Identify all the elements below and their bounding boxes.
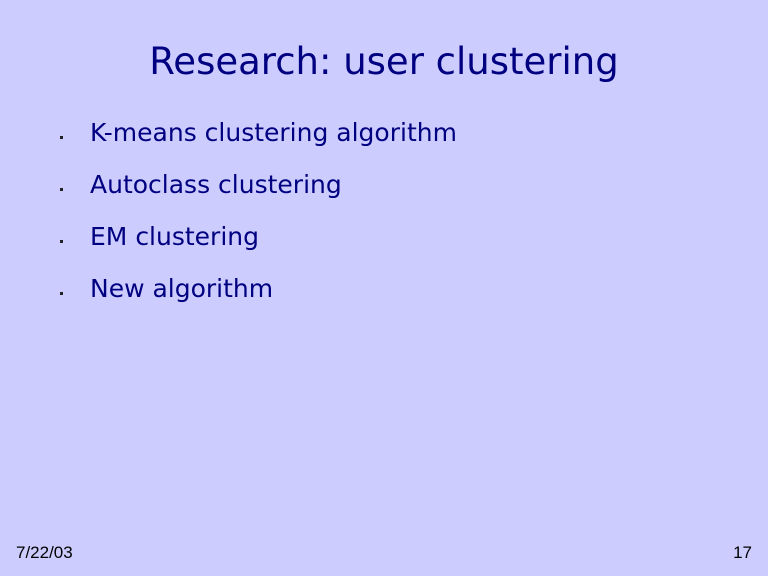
- bullet-text: Autoclass clustering: [90, 170, 342, 199]
- bullet-list: K-means clustering algorithm Autoclass c…: [60, 118, 457, 326]
- bullet-item: K-means clustering algorithm: [60, 118, 457, 170]
- slide-date: 7/22/03: [16, 543, 73, 562]
- bullet-icon: [60, 292, 63, 295]
- slide-title: Research: user clustering: [149, 40, 619, 83]
- slide-number: 17: [733, 543, 752, 562]
- bullet-text: EM clustering: [90, 222, 259, 251]
- bullet-item: Autoclass clustering: [60, 170, 457, 222]
- bullet-item: New algorithm: [60, 274, 457, 326]
- bullet-item: EM clustering: [60, 222, 457, 274]
- bullet-icon: [60, 188, 63, 191]
- bullet-icon: [60, 136, 63, 139]
- bullet-text: K-means clustering algorithm: [90, 118, 457, 147]
- bullet-icon: [60, 240, 63, 243]
- bullet-text: New algorithm: [90, 274, 274, 303]
